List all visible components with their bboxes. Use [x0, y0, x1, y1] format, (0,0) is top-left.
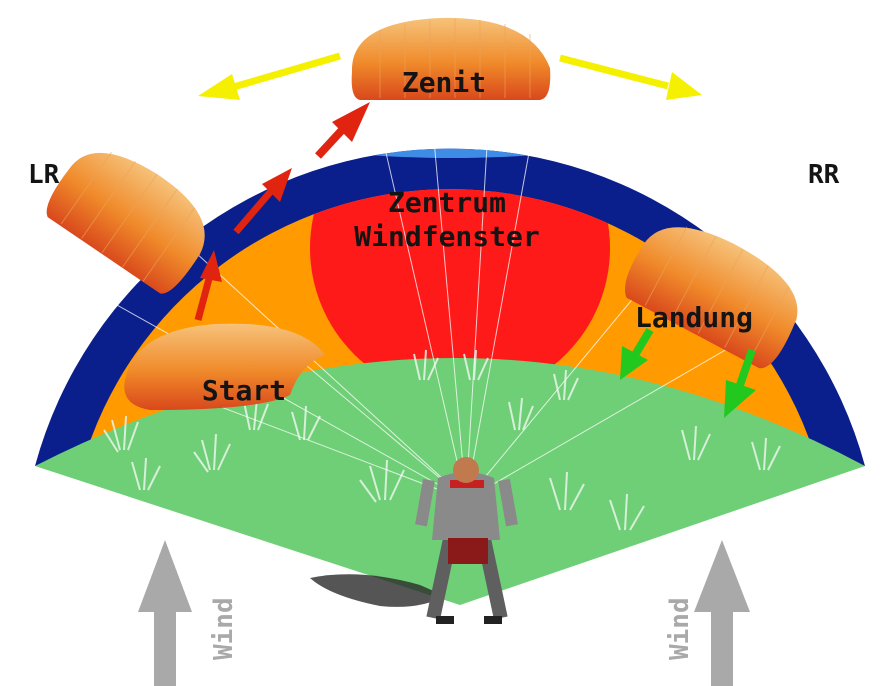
- climb-arrow-3: [318, 102, 370, 156]
- wind-arrow-right: [694, 540, 750, 686]
- label-center-line1: Zentrum: [388, 186, 506, 219]
- zenith-arrow-left: [198, 56, 340, 100]
- label-right-edge: RR: [808, 160, 840, 190]
- label-zenith: Zenit: [402, 66, 486, 99]
- wind-arrow-left: [138, 540, 192, 686]
- label-center-line2: Windfenster: [354, 220, 539, 253]
- zenith-arrow-right: [560, 58, 702, 100]
- label-left-edge: LR: [28, 160, 60, 190]
- label-landing: Landung: [635, 301, 753, 334]
- label-wind-right: Wind: [665, 597, 695, 660]
- label-wind-left: Wind: [209, 597, 239, 660]
- label-start: Start: [202, 374, 286, 407]
